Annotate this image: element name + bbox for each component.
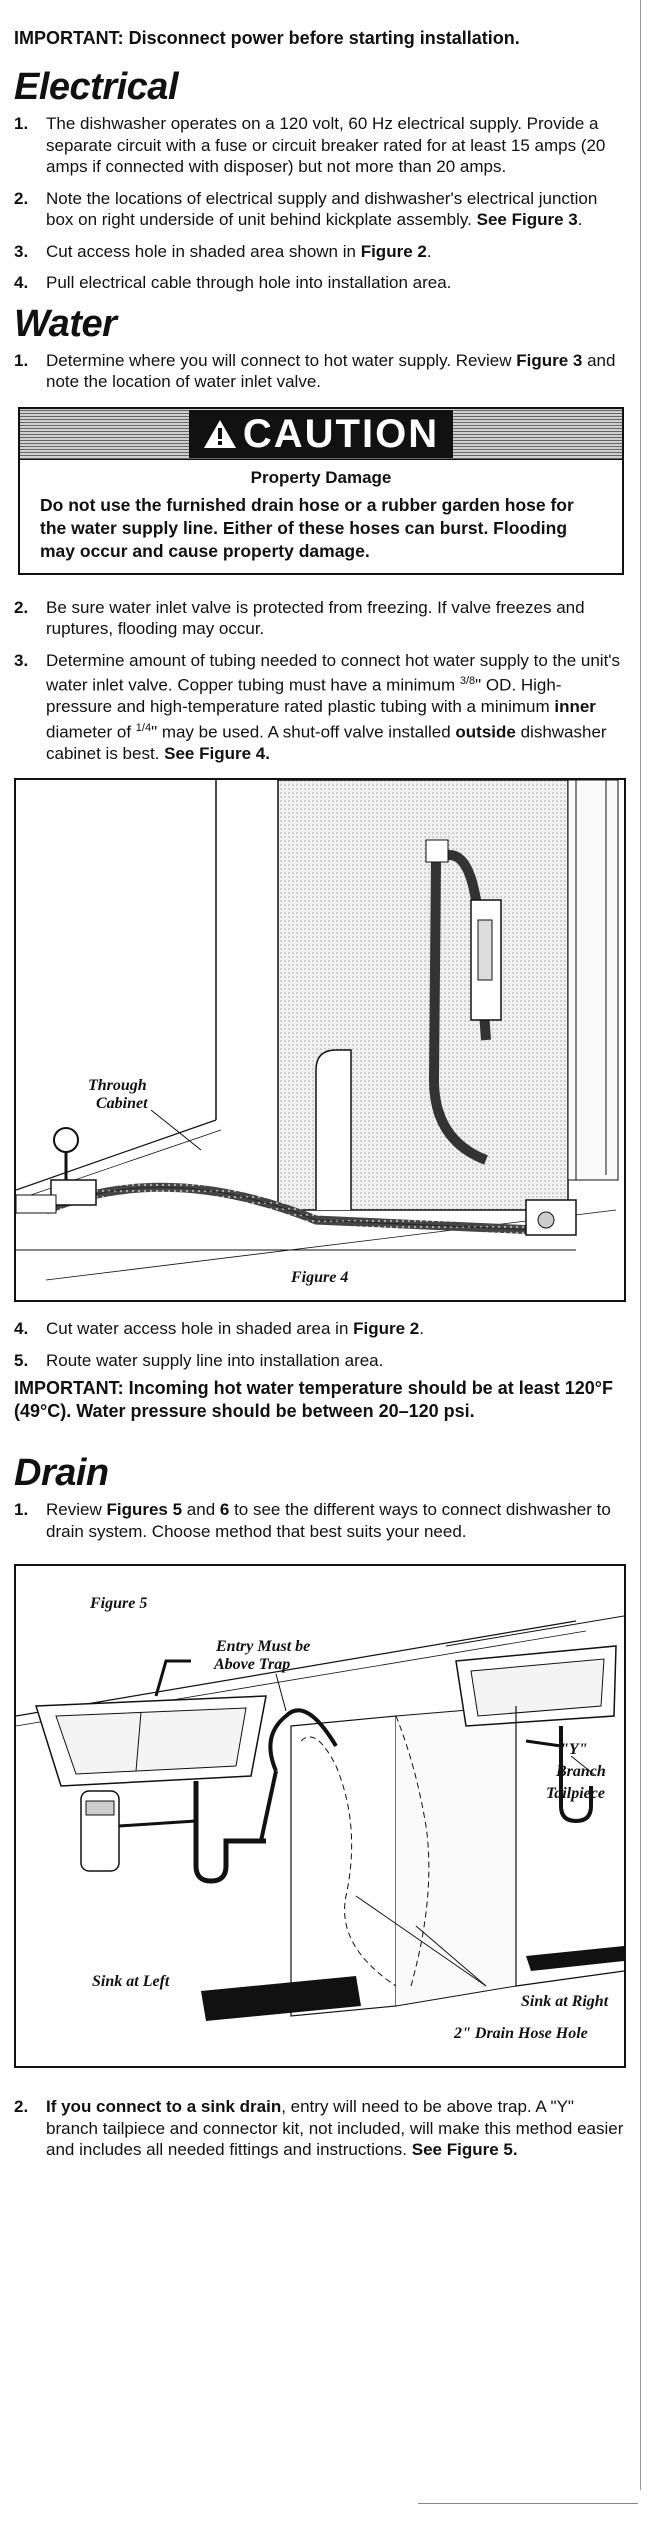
water-heading: Water xyxy=(14,302,117,345)
caution-subtitle: Property Damage xyxy=(250,467,392,487)
drain-heading: Drain xyxy=(14,1452,109,1495)
water-step-3: 3. Determine amount of tubing needed to … xyxy=(14,650,621,763)
caution-box: CAUTION Property Damage Do not use the f… xyxy=(18,406,624,575)
important-water-notice: IMPORTANT: Incoming hot water temperatur… xyxy=(14,1378,613,1422)
water-step-1: 1. Determine where you will connect to h… xyxy=(14,350,616,392)
important-notice: IMPORTANT: Disconnect power before start… xyxy=(14,28,520,48)
page-right-rule xyxy=(640,0,641,2490)
water-steps-b: 2. Be sure water inlet valve is protecte… xyxy=(14,597,626,765)
figure-4-illustration: Through Cabinet Figure 4 xyxy=(15,779,619,1286)
figure-4: Through Cabinet Figure 4 xyxy=(14,778,626,1303)
water-step-2: 2. Be sure water inlet valve is protecte… xyxy=(14,597,585,639)
document-column: IMPORTANT: Disconnect power before start… xyxy=(14,28,626,2171)
electrical-step-4: 4. Pull electrical cable through hole in… xyxy=(14,273,452,292)
label-drain-hose-hole: 2" Drain Hose Hole xyxy=(453,2025,588,2042)
drain-step-2: 2. If you connect to a sink drain, entry… xyxy=(14,2097,624,2160)
label-above-trap: Above Trap xyxy=(213,1656,290,1673)
water-steps-c: 4. Cut water access hole in shaded area … xyxy=(14,1318,626,1371)
label-sink-at-left: Sink at Left xyxy=(92,1973,170,1990)
drain-step-1: 1. Review Figures 5 and 6 to see the dif… xyxy=(14,1500,611,1541)
water-step-5: 5. Route water supply line into installa… xyxy=(14,1350,384,1370)
caution-text: Do not use the furnished drain hose or a… xyxy=(40,494,574,561)
caution-word: CAUTION xyxy=(242,411,440,456)
electrical-step-1: 1. The dishwasher operates on a 120 volt… xyxy=(14,114,606,176)
warning-triangle-icon xyxy=(203,419,236,448)
label-sink-at-right: Sink at Right xyxy=(521,1993,609,2010)
electrical-step-2: 2. Note the locations of electrical supp… xyxy=(14,188,598,230)
electrical-heading: Electrical xyxy=(14,66,179,108)
figure-4-caption: Figure 4 xyxy=(290,1269,348,1286)
figure-4-label-cabinet: Cabinet xyxy=(96,1095,148,1112)
caution-banner: CAUTION xyxy=(20,408,622,460)
label-branch: Branch xyxy=(555,1763,606,1780)
figure-5-caption: Figure 5 xyxy=(89,1595,147,1612)
label-entry-must-be: Entry Must be xyxy=(215,1638,310,1655)
electrical-steps: 1. The dishwasher operates on a 120 volt… xyxy=(14,113,626,294)
page-bottom-rule xyxy=(418,2503,638,2504)
figure-5: Figure 5 xyxy=(14,1564,626,2069)
water-steps-a: 1. Determine where you will connect to h… xyxy=(14,350,626,393)
drain-steps-a: 1. Review Figures 5 and 6 to see the dif… xyxy=(14,1499,626,1542)
electrical-step-3: 3. Cut access hole in shaded area shown … xyxy=(14,241,432,261)
label-tailpiece: Tailpiece xyxy=(546,1785,605,1802)
water-step-4: 4. Cut water access hole in shaded area … xyxy=(14,1319,424,1339)
figure-5-illustration: Figure 5 xyxy=(15,1595,625,2042)
figure-4-label-through: Through xyxy=(88,1077,147,1094)
label-y: "Y" xyxy=(560,1741,588,1758)
drain-steps-b: 2. If you connect to a sink drain, entry… xyxy=(14,2096,626,2161)
